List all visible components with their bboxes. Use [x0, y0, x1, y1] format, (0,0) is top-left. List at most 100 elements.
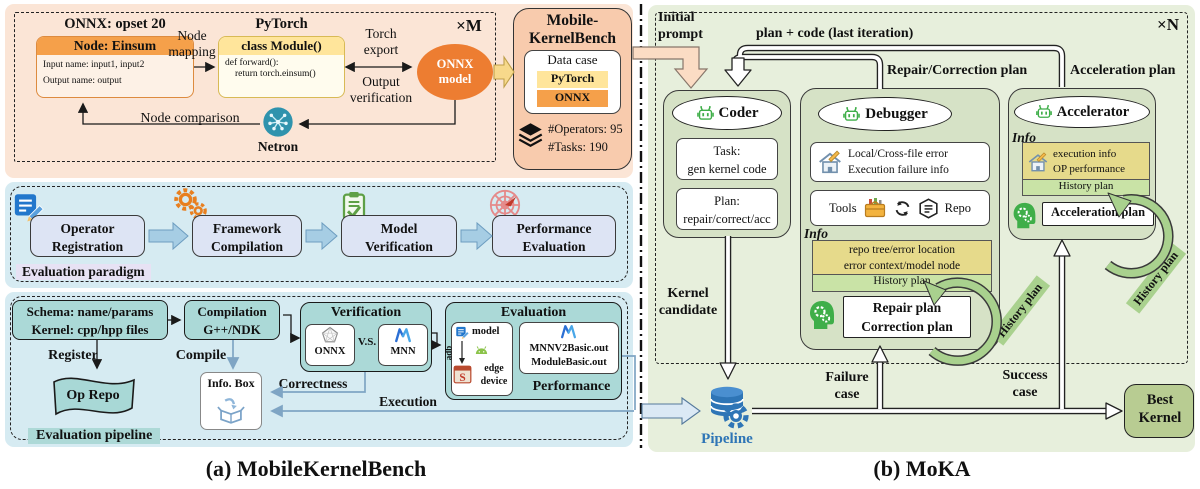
- paradigm-dashed-frame: [10, 186, 628, 282]
- paradigm-step-performance-evaluation: Performance Evaluation: [492, 215, 616, 257]
- multiplier-n: ×N: [1157, 15, 1179, 34]
- house-pen-icon: [817, 149, 843, 175]
- tasks-count: #Tasks: 190: [548, 140, 608, 154]
- paradigm-step-operator-registration: Operator Registration: [30, 215, 145, 257]
- onnx-pentagon-icon: [321, 326, 339, 344]
- netron-label: Netron: [257, 139, 299, 154]
- module-line1: def forward():: [225, 58, 279, 68]
- performance-label: Performance: [532, 379, 611, 394]
- verification-onnx-label: ONNX: [314, 346, 346, 357]
- debugger-name: Debugger: [865, 105, 928, 122]
- accelerator-history-plan: History plan: [1022, 180, 1150, 196]
- toolbox-icon: [863, 196, 887, 220]
- correctness-label: Correctness: [278, 376, 348, 391]
- repair-correction-plan-box: Repair plan Correction plan: [843, 296, 971, 338]
- coder-ellipse: Coder: [672, 96, 782, 130]
- accelerator-ellipse: Accelerator: [1014, 96, 1150, 128]
- acceleration-plan-box: Acceleration plan: [1042, 202, 1154, 226]
- coder-task-box: Task: gen kernel code: [676, 138, 778, 180]
- register-label: Register: [48, 348, 98, 363]
- acceleration-plan-route-label: Acceleration plan: [1070, 63, 1176, 78]
- moka-dashed-frame: [655, 12, 1188, 364]
- einsum-body: Input name: input1, input2 Output name: …: [43, 60, 145, 86]
- accelerator-name: Accelerator: [1056, 103, 1130, 120]
- accelerator-info-label: Info: [1012, 130, 1037, 145]
- model-label: model: [472, 326, 500, 337]
- output-binaries-label: MNNV2Basic.out ModuleBasic.out: [529, 343, 609, 369]
- einsum-node-box: Node: Einsum Input name: input1, input2 …: [36, 36, 194, 98]
- unbox-icon: [217, 396, 245, 424]
- evaluation-title: Evaluation: [500, 305, 567, 320]
- debugger-error-text: Local/Cross-file error Execution failure…: [848, 147, 949, 176]
- database-gear-icon: [703, 381, 751, 433]
- repo-label: Repo: [944, 200, 971, 215]
- house-pen-icon: [1027, 151, 1049, 173]
- module-header: class Module(): [219, 37, 344, 55]
- failure-case-label: Failure case: [825, 370, 869, 403]
- pipeline-panel-label: Evaluation pipeline: [28, 428, 161, 444]
- netron-icon: [262, 106, 294, 138]
- debugger-info-context: repo tree/error location error context/m…: [812, 240, 992, 275]
- verification-title: Verification: [330, 305, 402, 320]
- tools-label: Tools: [829, 200, 857, 215]
- paradigm-step-model-verification: Model Verification: [341, 215, 457, 257]
- head-gears-icon: [806, 298, 838, 332]
- edge-device-label: edge device: [480, 363, 508, 387]
- compile-label: Compile: [175, 348, 227, 363]
- debugger-ellipse: Debugger: [818, 97, 952, 131]
- output-verification-label: Output verification: [349, 74, 413, 106]
- android-icon: [474, 344, 489, 359]
- module-line2: return torch.einsum(): [235, 69, 316, 79]
- mobilekernelbench-title: Mobile- KernelBench: [529, 12, 616, 47]
- coder-name: Coder: [718, 104, 759, 121]
- vs-label: V.S.: [357, 336, 377, 348]
- chip-icon: [452, 364, 473, 385]
- module-box: class Module() def forward(): return tor…: [218, 36, 345, 98]
- paradigm-label: Evaluation paradigm: [16, 264, 151, 280]
- compilation-box: Compilation G++/NDK: [184, 300, 280, 340]
- verification-mnn-box: [378, 324, 428, 366]
- evaluation-output-box: [519, 322, 619, 374]
- multiplier-m: ×M: [456, 16, 482, 35]
- execution-label: Execution: [379, 394, 437, 409]
- onnx-opset-title: ONNX: opset 20: [64, 16, 166, 32]
- debugger-tools-box: Tools Repo: [810, 190, 990, 226]
- node-comparison-label: Node comparison: [140, 111, 240, 126]
- data-case-onnx-chip: ONNX: [537, 90, 608, 107]
- operators-count: #Operators: 95: [548, 122, 623, 136]
- head-gears-icon: [1010, 200, 1039, 231]
- onnx-model-ellipse: ONNX model: [417, 44, 493, 100]
- data-case-label: Data case: [547, 52, 598, 67]
- caption-a: (a) MobileKernelBench: [205, 456, 427, 481]
- mnn-icon-2: [560, 323, 577, 340]
- debugger-history-plan: History plan: [812, 275, 992, 292]
- op-repo-flag: [53, 377, 135, 416]
- best-kernel-label: Best Kernel: [1138, 392, 1182, 426]
- node-mapping-label: Node mapping: [168, 28, 216, 60]
- robot-icon: [1035, 103, 1053, 121]
- repo-icon: [918, 198, 939, 219]
- data-case-pytorch-chip: PyTorch: [537, 71, 608, 88]
- op-repo-label: Op Repo: [66, 388, 120, 403]
- verification-mnn-label: MNN: [390, 346, 416, 357]
- schema-kernel-box: Schema: name/params Kernel: cpp/hpp file…: [12, 300, 168, 340]
- pytorch-title: PyTorch: [255, 16, 308, 32]
- best-kernel-box: Best Kernel: [1124, 384, 1194, 438]
- einsum-header: Node: Einsum: [37, 37, 193, 55]
- kernel-candidate-label: Kernel candidate: [658, 286, 718, 319]
- success-case-label: Success case: [1002, 368, 1048, 401]
- debugger-info-label: Info: [804, 226, 829, 241]
- onnx-model-label: ONNX model: [436, 57, 474, 86]
- robot-icon: [842, 105, 861, 124]
- debugger-error-box: Local/Cross-file error Execution failure…: [810, 142, 990, 182]
- plan-code-label: plan + code (last iteration): [756, 26, 914, 41]
- refresh-icon: [893, 199, 912, 218]
- accelerator-info-context: execution info OP performance: [1022, 142, 1150, 180]
- accelerator-info-text: execution info OP performance: [1053, 147, 1125, 175]
- pipeline-label: Pipeline: [701, 431, 753, 447]
- paradigm-step-framework-compilation: Framework Compilation: [192, 215, 302, 257]
- coder-plan-box: Plan: repair/correct/acc: [676, 188, 778, 230]
- layers-icon: [517, 121, 544, 148]
- mnn-icon: [394, 326, 412, 344]
- adb-label: adb: [443, 345, 454, 361]
